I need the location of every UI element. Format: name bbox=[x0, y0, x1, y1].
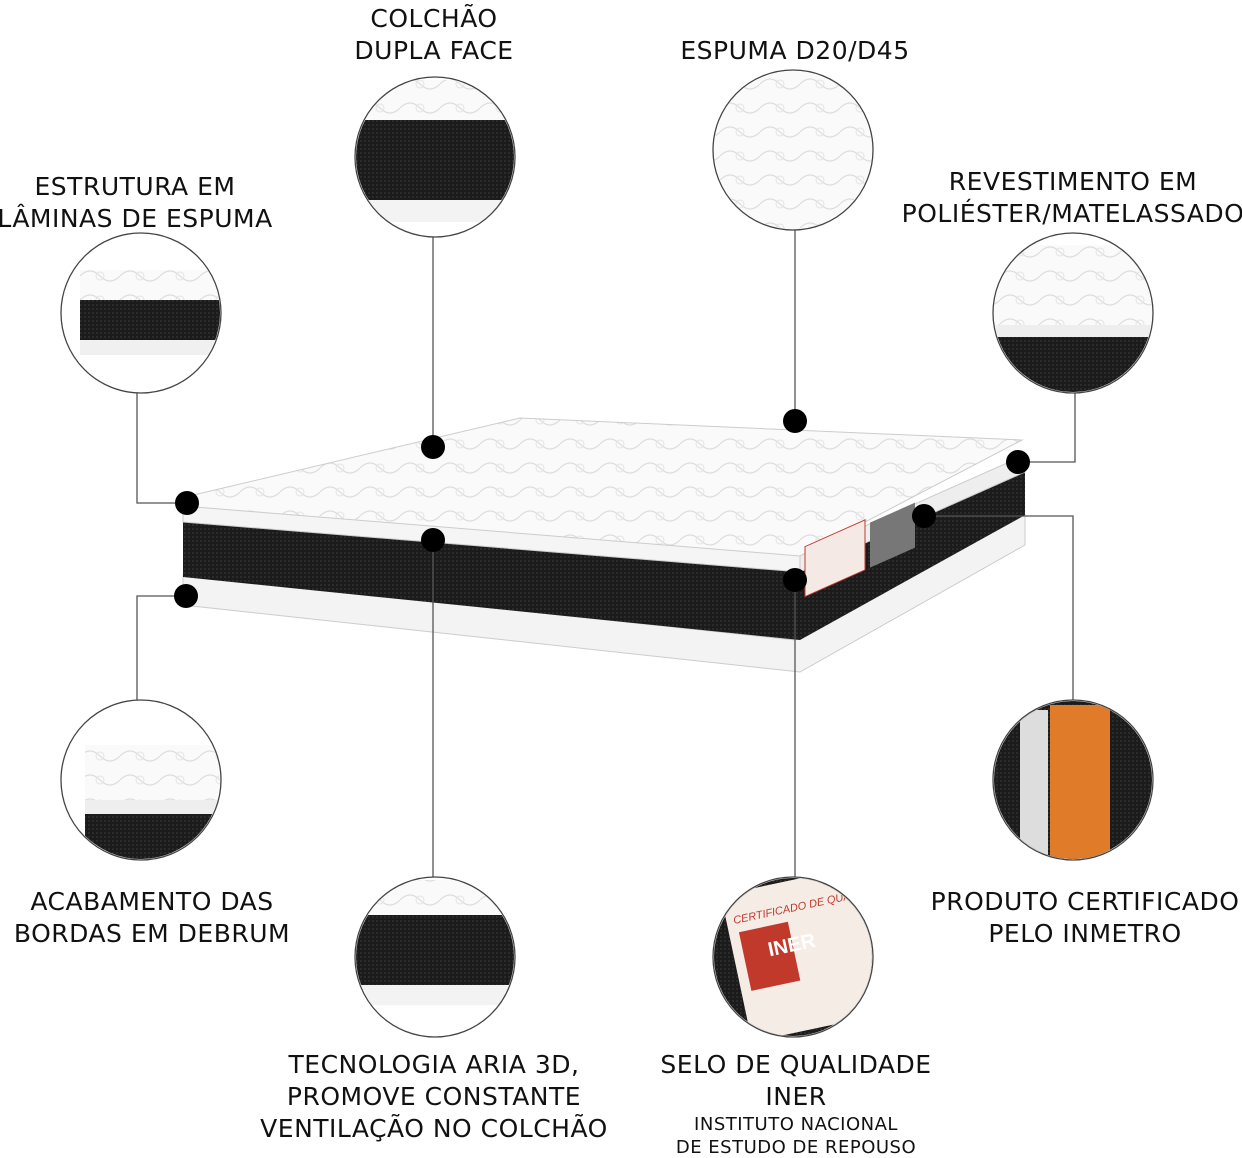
detail-circle-estrutura bbox=[62, 234, 220, 392]
detail-circle-certificado bbox=[994, 701, 1152, 859]
detail-circle-dupla-face bbox=[356, 78, 514, 236]
detail-circle-revestimento bbox=[994, 234, 1152, 392]
callout-dots bbox=[174, 409, 1030, 608]
detail-circle-acabamento bbox=[62, 701, 220, 859]
mattress bbox=[182, 417, 1026, 673]
detail-circle-selo: CERTIFICADO DE QUALIDADE bbox=[714, 878, 872, 1036]
label-tags bbox=[804, 502, 915, 598]
detail-circle-espuma bbox=[714, 71, 872, 229]
callout-lines bbox=[136, 230, 1076, 877]
label-espuma: ESPUMA D20/D45 bbox=[680, 36, 910, 65]
detail-circle-tecnologia bbox=[356, 878, 514, 1036]
